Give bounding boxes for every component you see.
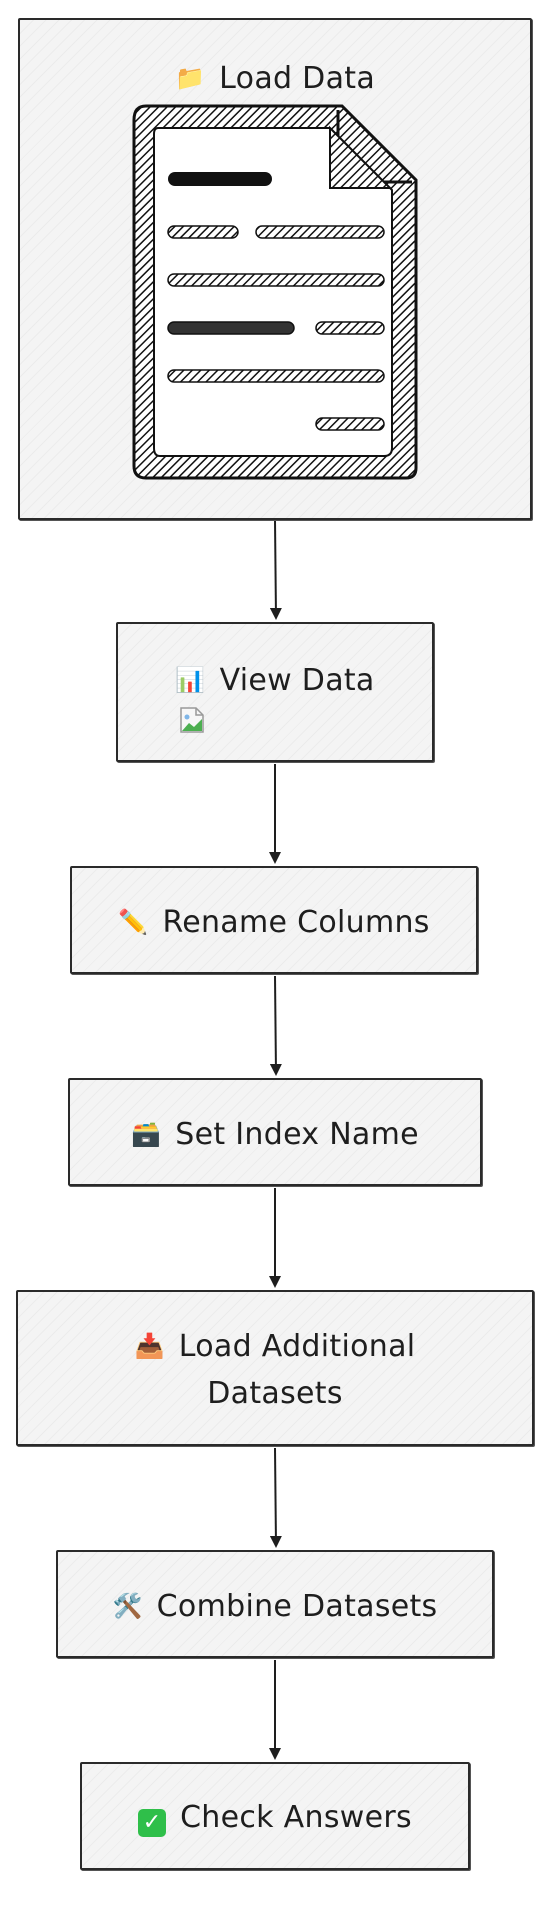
node-combine-datasets-label: 🛠️Combine Datasets [58, 1582, 492, 1631]
node-check-answers[interactable]: ✓Check Answers [80, 1762, 470, 1870]
check-mark-icon: ✓ [138, 1809, 167, 1837]
arrow-load-to-view [269, 519, 282, 620]
broken-image-icon [180, 707, 204, 733]
inbox-tray-icon: 📥 [134, 1332, 165, 1360]
node-set-index-name-label: 🗃️Set Index Name [70, 1110, 480, 1159]
arrow-load-additional-to-combine [269, 1447, 282, 1548]
arrow-rename-to-index [269, 975, 282, 1076]
node-set-index-name[interactable]: 🗃️Set Index Name [68, 1078, 482, 1186]
node-rename-columns[interactable]: ✏️Rename Columns [70, 866, 478, 974]
node-combine-datasets[interactable]: 🛠️Combine Datasets [56, 1550, 494, 1658]
node-load-additional-datasets[interactable]: 📥Load Additional Datasets [16, 1290, 534, 1446]
node-check-answers-label: ✓Check Answers [82, 1794, 468, 1842]
hammer-wrench-icon: 🛠️ [112, 1592, 143, 1620]
document-icon [132, 104, 418, 480]
bar-chart-icon: 📊 [175, 666, 206, 694]
node-rename-columns-label: ✏️Rename Columns [72, 898, 476, 947]
node-load-data-label: 📁Load Data [20, 54, 530, 103]
node-load-additional-datasets-label-1: 📥Load Additional [18, 1322, 532, 1371]
node-view-data-label: 📊View Data [118, 656, 432, 705]
node-load-additional-datasets-label-2: Datasets [207, 1376, 343, 1411]
card-file-box-icon: 🗃️ [131, 1120, 162, 1148]
node-view-data[interactable]: 📊View Data [116, 622, 434, 762]
folder-icon: 📁 [174, 64, 206, 92]
pencil-icon: ✏️ [118, 908, 149, 936]
